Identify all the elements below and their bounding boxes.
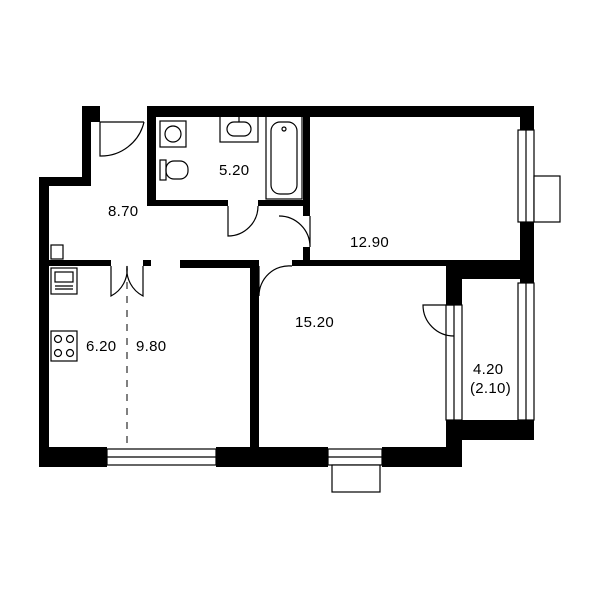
kitchen-sink-icon [50, 267, 78, 295]
windows [106, 129, 561, 493]
washing-machine-icon [159, 120, 187, 148]
hall-area-label: 8.70 [108, 203, 138, 220]
bathtub-icon [265, 115, 303, 200]
bedroom-area-label: 12.90 [350, 234, 389, 251]
toilet-icon [159, 159, 189, 181]
dining-area-label: 9.80 [136, 338, 166, 355]
balcony-reduced-area-label: (2.10) [470, 380, 511, 397]
exterior-walls [39, 106, 534, 467]
kitchen-area-label: 6.20 [86, 338, 116, 355]
balcony-area-label: 4.20 [473, 361, 503, 378]
radiator-icon [50, 244, 64, 260]
sink-icon [219, 115, 259, 143]
interior-walls [39, 106, 522, 450]
stove-icon [50, 330, 78, 362]
living-area-label: 15.20 [295, 314, 334, 331]
bathroom-area-label: 5.20 [219, 162, 249, 179]
